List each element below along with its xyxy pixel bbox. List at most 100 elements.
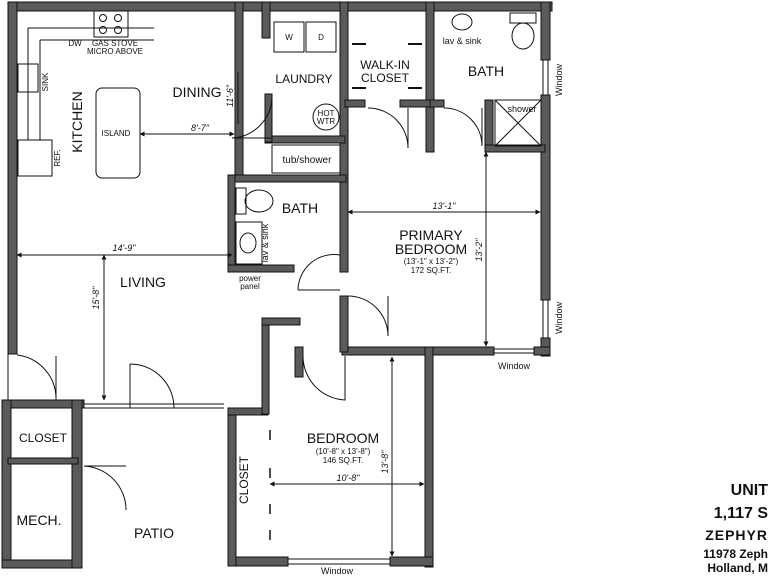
wall-bedroom-east xyxy=(424,346,434,568)
label-primary-bedroom-dims: (13'-1" x 13'-2") xyxy=(404,257,459,266)
label-dw: DW xyxy=(68,39,82,48)
label-power: power xyxy=(239,274,261,283)
label-washer: W xyxy=(285,33,293,42)
unit-brand: ZEPHYR xyxy=(705,527,768,543)
label-primary-bedroom-sqft: 172 SQ.FT. xyxy=(411,266,451,275)
toilet-tank xyxy=(235,187,247,215)
shower-drain-lines xyxy=(494,99,542,147)
label-primary-bath: BATH xyxy=(468,63,504,79)
unit-name: UNIT xyxy=(730,482,768,499)
door-primary-bath xyxy=(443,107,483,147)
dim-label-living-width: 14'-9" xyxy=(113,243,137,253)
door-patio xyxy=(129,363,175,409)
vanity xyxy=(235,221,263,265)
dim-label-bedroom-width: 10'-8" xyxy=(337,473,361,483)
wall-primary-south-a xyxy=(341,346,495,356)
unit-sqft: 1,117 S xyxy=(713,505,768,522)
label-primary-bedroom-2: BEDROOM xyxy=(395,241,467,257)
label-primary-bedroom-1: PRIMARY xyxy=(399,227,463,243)
wall-bath-west xyxy=(227,174,236,273)
door-entry xyxy=(16,354,57,401)
hall-sink xyxy=(239,232,257,254)
door-primary xyxy=(347,295,389,337)
label-closet-bedroom: CLOSET xyxy=(237,455,251,504)
wall-bedroom-south-a xyxy=(227,556,289,567)
label-dryer: D xyxy=(318,33,324,42)
laundry-fixtures xyxy=(273,21,340,131)
door-bedroom xyxy=(302,355,346,401)
label-lav-sink-hall: lav & sink xyxy=(260,223,270,262)
dryer xyxy=(305,21,337,53)
wall-walkin-south-a xyxy=(344,99,366,108)
label-patio: PATIO xyxy=(134,525,174,541)
label-dining: DINING xyxy=(173,84,222,100)
kitchen-sink xyxy=(17,63,39,93)
label-panel: panel xyxy=(240,282,260,291)
wall-laundry-south xyxy=(264,135,346,144)
primary-sink xyxy=(451,13,473,31)
wall-mech-east xyxy=(71,399,83,569)
unit-address-line1: 11978 Zeph xyxy=(703,547,768,561)
toilet-bowl xyxy=(244,189,274,213)
wall-mech-south xyxy=(1,559,83,569)
stove xyxy=(93,10,129,38)
label-bedroom-dims: (10'-8" x 13'-8") xyxy=(316,447,371,456)
dim-label-primary-depth: 13'-2" xyxy=(474,238,484,262)
closet-rods xyxy=(269,43,422,540)
label-sink: SINK xyxy=(41,72,50,91)
wall-west-upper xyxy=(7,1,18,355)
wall-closet-west xyxy=(227,407,237,567)
label-wtr: WTR xyxy=(317,117,335,126)
dim-label-bedroom-depth: 13'-8" xyxy=(380,450,390,474)
doors xyxy=(16,95,483,511)
kitchen-fixtures xyxy=(17,10,154,179)
primary-bath-fixtures xyxy=(451,12,542,147)
wall-north xyxy=(7,1,553,12)
label-island: ISLAND xyxy=(102,129,131,138)
primary-toilet-bowl xyxy=(511,22,535,50)
door-laundry xyxy=(231,95,273,139)
wall-hall-west xyxy=(261,317,270,415)
label-kitchen: KITCHEN xyxy=(69,91,85,152)
washer xyxy=(273,21,305,53)
wall-mech-divider xyxy=(7,457,79,465)
wall-primary-west-lower xyxy=(339,295,349,353)
wall-east-2 xyxy=(540,94,551,301)
label-micro-above: MICRO ABOVE xyxy=(87,47,143,56)
wall-laundry-west xyxy=(234,1,244,181)
label-window-south-bedroom: Window xyxy=(321,566,354,576)
dim-label-dining-depth: 11'-6" xyxy=(225,84,235,107)
shower-stall xyxy=(494,99,542,147)
label-window-east-lower: Window xyxy=(554,301,564,334)
label-walkin-2: CLOSET xyxy=(361,71,410,85)
unit-address-line2: Holland, M xyxy=(707,561,768,575)
label-tub-shower: tub/shower xyxy=(283,155,333,166)
hall-bath-fixtures xyxy=(235,144,341,265)
bathtub xyxy=(271,144,341,174)
label-window-east-upper: Window xyxy=(554,63,564,96)
wall-mech-west xyxy=(1,399,12,569)
label-shower: shower xyxy=(507,104,536,114)
dim-label-living-depth: 15'-8" xyxy=(91,286,101,310)
label-hall-bath: BATH xyxy=(282,200,318,216)
wall-bath-south-a xyxy=(429,99,445,108)
wall-hall-stub xyxy=(294,346,304,378)
label-hot: HOT xyxy=(318,109,335,118)
refrigerator xyxy=(17,139,53,177)
windows-lines xyxy=(7,60,549,565)
door-bath xyxy=(297,254,341,291)
wall-walkin-east xyxy=(425,1,435,153)
dimension-lines xyxy=(16,72,541,557)
burner xyxy=(99,14,107,22)
label-ref: REF. xyxy=(53,149,62,166)
label-gas-stove: GAS STOVE xyxy=(92,39,138,48)
wall-bath-north xyxy=(227,174,347,183)
wall-walkin-south-b xyxy=(399,99,431,108)
label-bedroom-sqft: 146 SQ.FT. xyxy=(323,456,363,465)
walls xyxy=(1,1,553,569)
label-walkin-1: WALK-IN xyxy=(360,58,410,72)
wall-shower-south xyxy=(484,144,546,153)
wall-laundry-west2 xyxy=(261,1,271,39)
label-laundry: LAUNDRY xyxy=(275,72,332,86)
burner xyxy=(114,14,122,22)
